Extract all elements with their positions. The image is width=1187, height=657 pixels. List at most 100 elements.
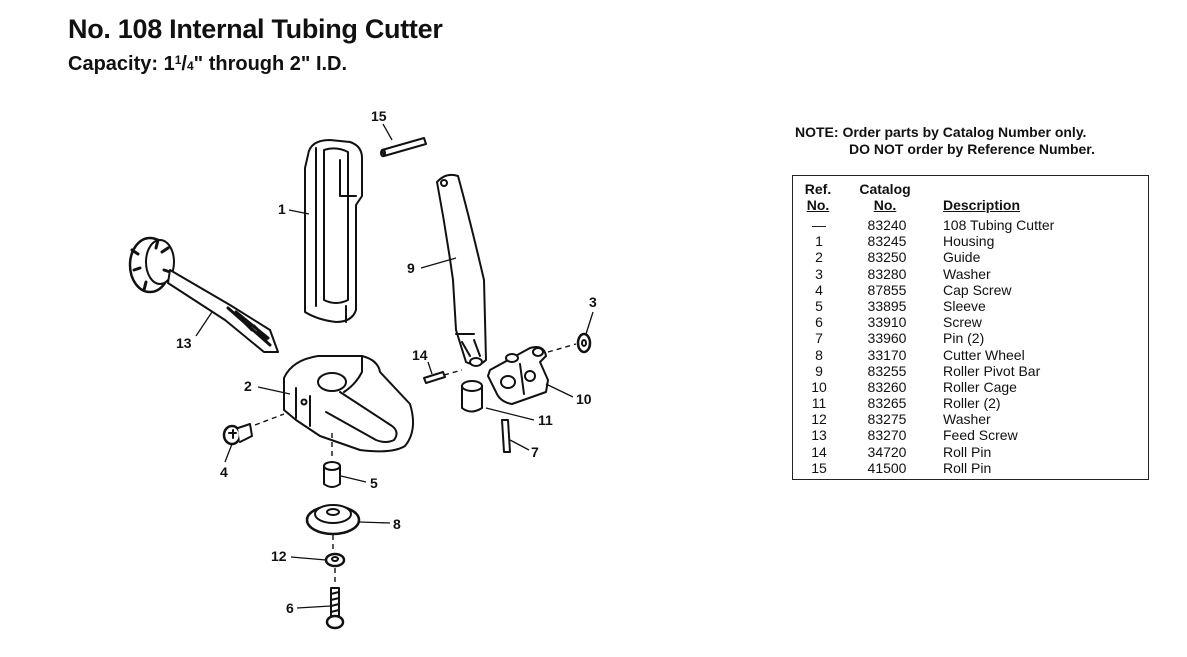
table-row: 4 87855 Cap Screw (793, 282, 1148, 298)
capacity-denominator: 4 (186, 59, 194, 73)
catalog-cell: 87855 (867, 281, 907, 298)
catalog-cell: 83280 (867, 265, 907, 282)
housing-drawing (304, 139, 363, 323)
ref-cell: 3 (815, 265, 823, 282)
ref-cell: 13 (811, 427, 827, 444)
catalog-header-top: Catalog (859, 181, 911, 197)
callout-13: 13 (176, 335, 192, 351)
callout-3: 3 (589, 294, 597, 310)
washer-3-drawing (576, 332, 592, 354)
callout-10: 10 (576, 391, 592, 407)
screw-6-drawing (325, 587, 345, 630)
callout-11: 11 (538, 412, 553, 428)
ref-cell: 6 (815, 314, 823, 331)
ref-header-bottom: No. (806, 197, 830, 213)
catalog-cell: 83275 (867, 411, 907, 428)
roll-pin-15-drawing (380, 137, 427, 158)
catalog-header-bottom: No. (873, 197, 897, 213)
description-cell: Housing (943, 233, 995, 250)
ref-cell: — (812, 217, 826, 233)
callout-12: 12 (271, 548, 287, 564)
description-cell: Sleeve (943, 297, 986, 314)
catalog-no-header: Catalog No. (855, 181, 915, 213)
table-row: 9 83255 Roller Pivot Bar (793, 363, 1148, 379)
description-cell: Screw (943, 314, 982, 331)
callout-9: 9 (407, 260, 415, 276)
catalog-cell: 33910 (867, 314, 907, 331)
catalog-cell: 33960 (867, 330, 907, 347)
description-cell: Washer (943, 411, 991, 428)
description-cell: 108 Tubing Cutter (943, 217, 1055, 233)
roller-pivot-bar-drawing (436, 173, 487, 366)
description-cell: Roll Pin (943, 459, 992, 476)
ref-cell: 11 (811, 395, 827, 412)
description-cell: Roller Pivot Bar (943, 362, 1041, 379)
capacity-slash: / (181, 53, 187, 75)
description-cell: Cap Screw (943, 281, 1012, 298)
ref-cell: 4 (815, 281, 823, 298)
catalog-cell: 34720 (867, 443, 907, 460)
callout-4: 4 (220, 464, 228, 480)
callout-1: 1 (278, 201, 286, 217)
table-row: — 83240 108 Tubing Cutter (793, 217, 1148, 233)
order-note-line2: DO NOT order by Reference Number. (849, 141, 1095, 157)
pin-7-drawing (501, 419, 511, 453)
feed-screw-drawing (128, 236, 279, 353)
sleeve-drawing (323, 461, 341, 488)
callout-6: 6 (286, 600, 294, 616)
callout-14: 14 (412, 347, 428, 363)
description-cell: Roll Pin (943, 443, 992, 460)
guide-drawing (283, 355, 415, 453)
ref-no-header: Ref. No. (803, 181, 833, 213)
description-cell: Guide (943, 249, 981, 266)
cap-screw-drawing (222, 423, 253, 446)
callout-leaders (195, 123, 594, 609)
callout-8: 8 (393, 516, 401, 532)
description-header: Description (943, 197, 1021, 213)
exploded-parts-diagram: 15 1 9 3 13 14 2 10 11 7 4 5 8 12 6 (128, 108, 597, 630)
ref-cell: 5 (815, 297, 823, 314)
description-cell: Cutter Wheel (943, 346, 1025, 363)
table-row: 6 33910 Screw (793, 314, 1148, 330)
order-note-line1: NOTE: Order parts by Catalog Number only… (795, 124, 1087, 140)
capacity-suffix: " through 2" I.D. (193, 53, 348, 75)
description-cell: Feed Screw (943, 427, 1018, 444)
catalog-cell: 33170 (867, 346, 907, 363)
catalog-cell: 41500 (867, 459, 907, 476)
assembly-dashed-lines (254, 343, 577, 584)
catalog-cell: 83260 (867, 378, 907, 395)
catalog-cell: 83255 (867, 362, 907, 379)
capacity-subtitle: Capacity: 11/4" through 2" I.D. (68, 53, 347, 76)
catalog-cell: 83240 (867, 217, 907, 233)
order-note: NOTE: Order parts by Catalog Number only… (795, 124, 1095, 158)
table-row: 10 83260 Roller Cage (793, 379, 1148, 395)
roller-cage-drawing (487, 346, 549, 405)
ref-cell: 7 (815, 330, 823, 347)
ref-cell: 9 (815, 362, 823, 379)
ref-cell: 2 (815, 249, 823, 266)
catalog-cell: 83270 (867, 427, 907, 444)
capacity-numerator: 1 (174, 53, 182, 67)
table-row: 13 83270 Feed Screw (793, 427, 1148, 443)
description-cell: Washer (943, 265, 991, 282)
ref-cell: 15 (811, 459, 827, 476)
callout-2: 2 (244, 378, 252, 394)
roller-drawing (461, 357, 483, 413)
cutter-wheel-drawing (305, 504, 361, 536)
catalog-cell: 83265 (867, 395, 907, 412)
callout-7: 7 (531, 444, 539, 460)
ref-cell: 14 (811, 443, 827, 460)
description-cell: Roller Cage (943, 378, 1017, 395)
ref-header-top: Ref. (804, 181, 832, 197)
table-row: 14 34720 Roll Pin (793, 444, 1148, 460)
ref-cell: 10 (811, 378, 827, 395)
